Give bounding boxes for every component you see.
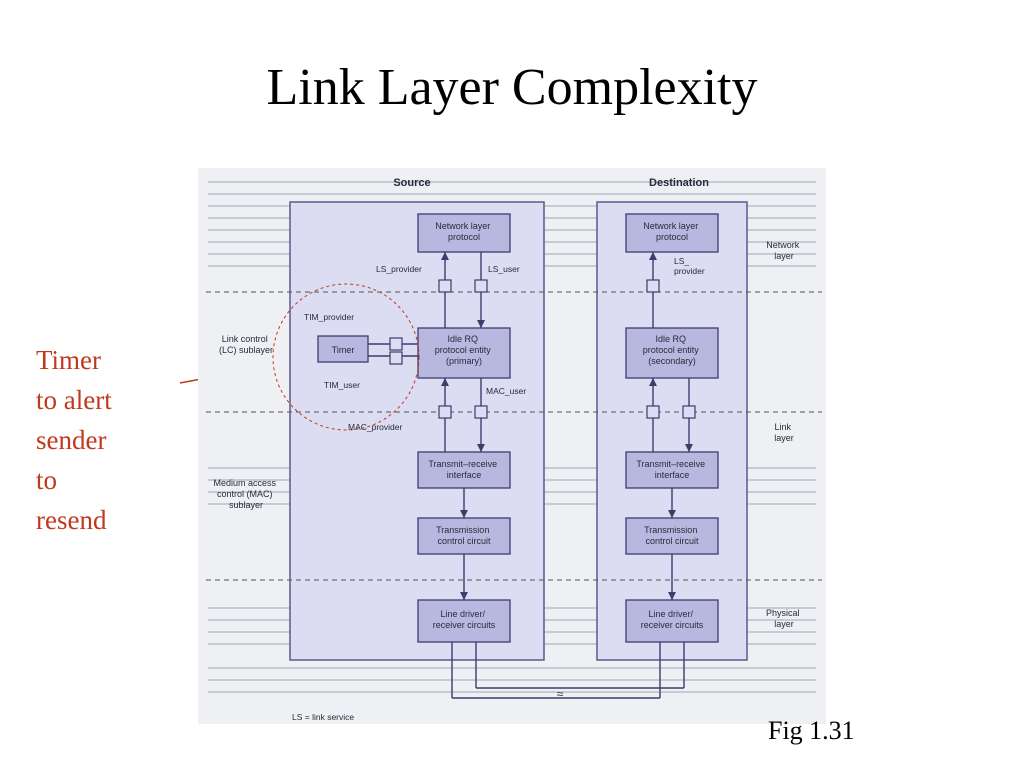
timer-annotation: Timer to alert sender to resend — [36, 340, 146, 540]
mac-provider-label: MAC_provider — [348, 422, 402, 432]
dest-transmit-receive-box: Transmit–receive interface — [625, 451, 719, 489]
ls-user-label: LS_user — [488, 264, 520, 274]
source-panel — [289, 201, 545, 661]
mac-user-label: MAC_user — [486, 386, 526, 396]
figure-svg: Source Destination Network layer Link la… — [206, 177, 822, 722]
lc-sublayer-label: Link control (LC) sublayer — [219, 334, 273, 355]
source-transmit-receive-box: Transmit–receive interface — [417, 451, 511, 489]
svg-text:Network layer protocol: Network layer protocol — [435, 221, 493, 242]
source-transmission-control-box: Transmission control circuit — [417, 517, 511, 555]
link-layer-figure: Source Destination Network layer Link la… — [198, 168, 826, 724]
dest-transmission-control-box: Transmission control circuit — [625, 517, 719, 555]
svg-text:Line driver/ receiver: Line driver/ receiver circuits — [641, 609, 704, 630]
svg-text:Line driver/ receiver: Line driver/ receiver circuits — [433, 609, 496, 630]
network-layer-label: Network layer — [766, 240, 802, 261]
ls-provider-label: LS_provider — [376, 264, 422, 274]
source-header: Source — [393, 177, 430, 189]
tim-user-label: TIM_user — [324, 380, 360, 390]
destination-header: Destination — [649, 177, 709, 189]
svg-text:Transmission control c: Transmission control circuit — [436, 525, 492, 546]
annotation-line: sender — [36, 425, 107, 455]
svg-text:Transmit–receive inter: Transmit–receive interface — [428, 459, 499, 480]
physical-layer-label: Physical layer — [766, 608, 802, 629]
legend-text: LS = link service — [292, 712, 354, 722]
timer-highlight-circle — [272, 283, 420, 431]
source-network-box: Network layer protocol — [417, 213, 511, 253]
svg-text:Timer: Timer — [332, 345, 355, 355]
svg-text:Idle RQ protocol entit: Idle RQ protocol entity (secondary) — [643, 334, 702, 366]
timer-box: Timer — [317, 335, 369, 363]
link-layer-label: Link layer — [774, 422, 794, 443]
link-break-marker: ≈ — [557, 687, 564, 701]
annotation-line: to — [36, 465, 58, 495]
annotation-line: Timer — [36, 345, 102, 375]
dest-ls-provider-label: LS_ provider — [674, 256, 705, 276]
service-access-points — [389, 279, 696, 419]
mac-sublayer-label: Medium access control (MAC) sublayer — [213, 478, 278, 510]
layer-dividers — [206, 291, 822, 581]
slide-title: Link Layer Complexity — [266, 59, 758, 116]
source-line-driver-box: Line driver/ receiver circuits — [417, 599, 511, 643]
annotation-line: resend — [36, 505, 107, 535]
dest-network-box: Network layer protocol — [625, 213, 719, 253]
svg-text:Transmission control c: Transmission control circuit — [644, 525, 700, 546]
source-idle-rq-box: Idle RQ protocol entity (primary) — [417, 327, 511, 379]
svg-text:Transmit–receive inter: Transmit–receive interface — [636, 459, 707, 480]
annotation-line: to alert — [36, 385, 112, 415]
tim-provider-label: TIM_provider — [304, 312, 354, 322]
svg-text:Network layer protocol: Network layer protocol — [643, 221, 701, 242]
svg-text:Idle RQ protocol entit: Idle RQ protocol entity (primary) — [435, 334, 494, 366]
arrowheads — [441, 252, 693, 600]
dest-line-driver-box: Line driver/ receiver circuits — [625, 599, 719, 643]
dest-idle-rq-box: Idle RQ protocol entity (secondary) — [625, 327, 719, 379]
figure-caption: Fig 1.31 — [768, 716, 855, 745]
